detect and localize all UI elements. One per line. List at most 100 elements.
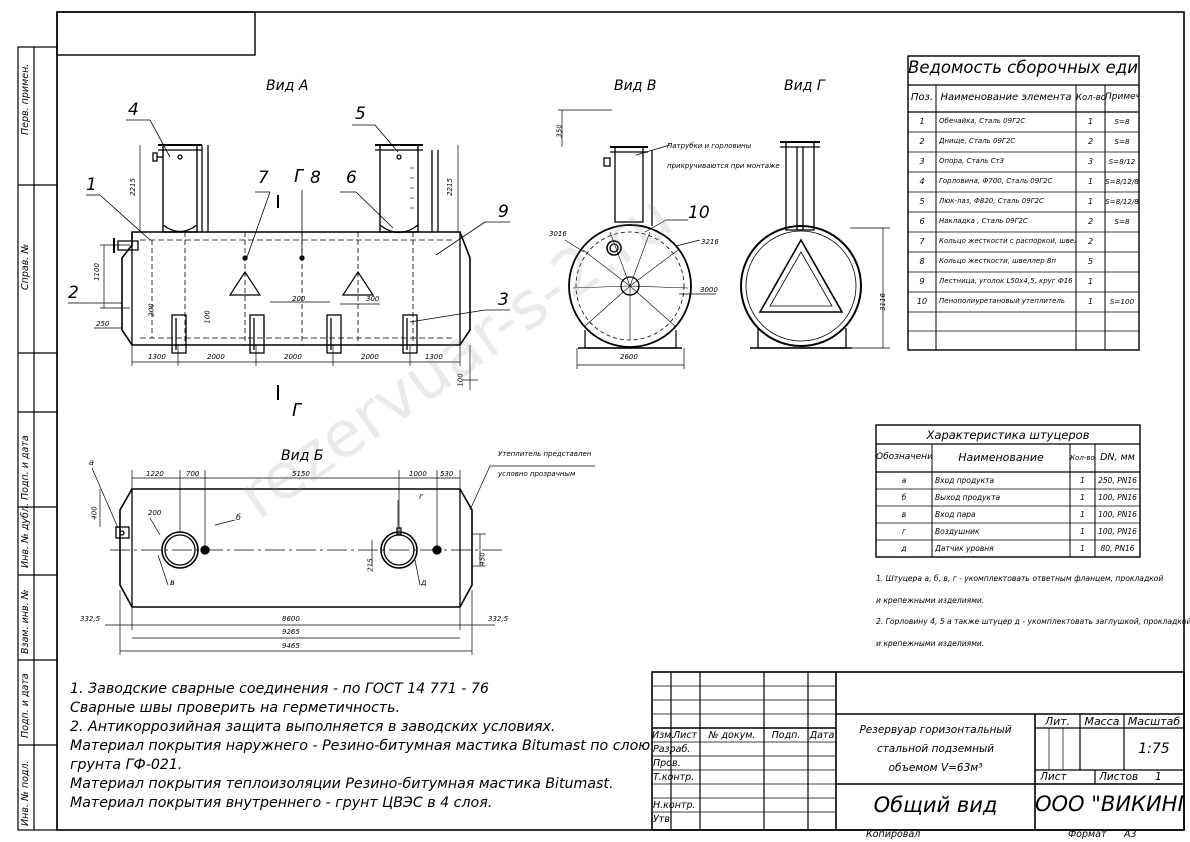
dim-100-right: 100 xyxy=(456,373,465,387)
tb-list: Лист xyxy=(673,730,698,741)
assembly-cell-note: S=8 xyxy=(1114,217,1130,226)
assembly-cell-qty: 1 xyxy=(1087,177,1094,186)
assembly-header-qty: Кол-во xyxy=(1076,93,1105,103)
assembly-cell-qty: 1 xyxy=(1087,297,1094,306)
callout-9: 9 xyxy=(498,202,509,222)
note-line: Материал покрытия теплоизоляции Резино-б… xyxy=(70,776,614,792)
dim-3016: 3016 xyxy=(549,230,567,238)
view-g-drawing xyxy=(740,141,890,349)
tb-tkontr: Т.контр. xyxy=(653,772,695,783)
assembly-cell-note: S=8/12 xyxy=(1108,157,1136,166)
nozzle-cell-name: Воздушник xyxy=(935,527,980,536)
assembly-cell-pos: 1 xyxy=(919,117,925,126)
assembly-cell-name: Пенополиуретановый утеплитель xyxy=(939,297,1065,305)
nozzle-cell-name: Датчик уровня xyxy=(935,544,994,553)
dim-2215-left: 2215 xyxy=(128,178,137,196)
nozzle-cell-qty: 1 xyxy=(1080,527,1085,536)
assembly-cell-note: S=100 xyxy=(1109,297,1135,306)
nozzle-cell-dn: 100, PN16 xyxy=(1098,493,1137,502)
tb-lit: Лит. xyxy=(1044,715,1071,728)
assembly-cell-name: Лестница, уголок L50х4,5, круг Ф16 xyxy=(939,277,1073,285)
assembly-cell-name: Кольцо жесткости с распоркой, швеллер 8п xyxy=(939,237,1076,245)
tb-scale-label: Масштаб xyxy=(1127,715,1181,728)
assembly-cell-qty: 2 xyxy=(1087,137,1094,146)
nozzle-mark-a: а xyxy=(89,458,94,467)
side-stamp-vzam-inv: Взам. инв. № xyxy=(20,589,31,654)
view-g-label: Вид Г xyxy=(784,78,825,94)
top-left-stamp-box xyxy=(56,11,256,56)
nozzle-notes: 1. Штуцера а, б, в, г - укомплектовать о… xyxy=(876,568,1190,654)
assembly-cell-pos: 2 xyxy=(919,137,925,146)
assembly-table-grid xyxy=(907,55,1140,351)
note-nozzles-line2: прикручиваются при монтаже xyxy=(667,162,780,170)
nozzle-mark-g: г xyxy=(419,492,424,501)
note-line: Материал покрытия наружнего - Резино-бит… xyxy=(70,738,651,754)
side-stamp-inv-dubl: Инв. № дубл. xyxy=(20,503,31,568)
assembly-cell-qty: 2 xyxy=(1087,217,1094,226)
nozzle-cell-name: Выход продукта xyxy=(935,493,1001,502)
dim-530: 530 xyxy=(440,470,454,478)
assembly-cell-pos: 4 xyxy=(919,177,925,186)
nozzle-cell-code: г xyxy=(902,527,906,536)
tb-format: А3 xyxy=(1124,829,1137,840)
assembly-cell-qty: 2 xyxy=(1087,237,1094,246)
nozzle-cell-dn: 100, PN16 xyxy=(1098,510,1137,519)
assembly-cell-pos: 9 xyxy=(919,277,925,286)
tb-mass: Масса xyxy=(1084,715,1120,728)
assembly-cell-note: S=8/12/8 xyxy=(1105,177,1139,186)
assembly-cell-note: S=8 xyxy=(1114,137,1130,146)
tb-sign: Подп. xyxy=(771,730,801,741)
side-stamp-podp-data-2: Подп. и дата xyxy=(20,673,31,738)
nozzle-cell-code: б xyxy=(901,493,907,502)
assembly-cell-name: Кольцо жесткости, швеллер 8п xyxy=(939,257,1056,265)
callout-2: 2 xyxy=(68,283,79,303)
dim-2000-a: 2000 xyxy=(207,353,225,361)
assembly-cell-name: Накладка , Сталь 09Г2С xyxy=(939,217,1028,225)
callout-5: 5 xyxy=(355,104,366,124)
nozzle-header-name: Наименование xyxy=(958,451,1044,464)
note-line: грунта ГФ-021. xyxy=(70,757,183,773)
section-mark-bottom: Г xyxy=(292,400,303,421)
dim-2600: 2600 xyxy=(620,353,638,361)
tb-doc: № докум. xyxy=(708,730,756,741)
note-line: 2. Антикоррозийная защита выполняется в … xyxy=(70,719,556,735)
tb-scale: 1:75 xyxy=(1138,741,1170,757)
tb-sheets-label: Листов xyxy=(1099,771,1139,783)
dim-215: 215 xyxy=(366,558,375,572)
dim-700: 700 xyxy=(186,470,200,478)
insulation-note-line2: условно прозрачным xyxy=(498,470,576,478)
dim-2215-right: 2215 xyxy=(445,178,454,196)
dim-9465: 9465 xyxy=(282,642,300,650)
nozzle-note-line: и крепежными изделиями. xyxy=(876,595,985,605)
assembly-cell-qty: 1 xyxy=(1087,117,1094,126)
section-mark-top: Г xyxy=(294,166,305,187)
nozzle-cell-qty: 1 xyxy=(1080,510,1085,519)
assembly-cell-name: Обечайка, Сталь 09Г2С xyxy=(939,117,1026,125)
note-line: Материал покрытия внутреннего - грунт ЦВ… xyxy=(70,795,493,811)
dim-332-right: 332,5 xyxy=(488,615,509,623)
assembly-cell-pos: 8 xyxy=(919,257,925,266)
tb-sheets-count: 1 xyxy=(1155,771,1162,783)
dim-332-left: 332,5 xyxy=(80,615,101,623)
assembly-cell-note: S=8 xyxy=(1114,117,1130,126)
nozzle-note-line: 2. Горловину 4, 5 а также штуцер д - уко… xyxy=(876,617,1190,626)
dim-1000: 1000 xyxy=(409,470,427,478)
dim-3116: 3116 xyxy=(878,293,887,311)
assembly-cell-pos: 3 xyxy=(919,157,925,166)
note-line: Сварные швы проверить на герметичность. xyxy=(70,700,401,716)
title-block-grid xyxy=(651,671,1185,831)
assembly-cell-pos: 6 xyxy=(919,217,925,226)
side-stamp-podp-data-1: Подп. и дата xyxy=(20,435,31,500)
dim-8600: 8600 xyxy=(282,615,300,623)
dim-2000-c: 2000 xyxy=(361,353,379,361)
view-a-label: Вид А xyxy=(266,78,309,94)
nozzle-cell-code: а xyxy=(901,476,907,485)
nozzle-cell-dn: 100, PN16 xyxy=(1098,527,1137,536)
nozzle-note-line: и крепежными изделиями. xyxy=(876,638,985,648)
callout-6: 6 xyxy=(346,168,357,188)
dim-250: 250 xyxy=(96,320,110,328)
note-nozzles-line1: Патрубки и горловины xyxy=(667,142,752,150)
assembly-cell-qty: 1 xyxy=(1087,197,1094,206)
assembly-header-pos: Поз. xyxy=(910,92,934,103)
